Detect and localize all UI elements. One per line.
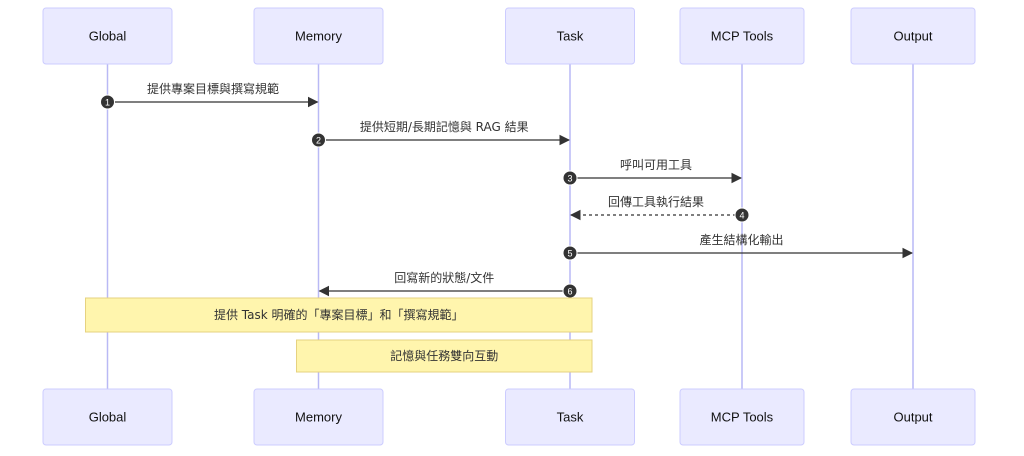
note-1: 提供 Task 明確的「專案目標」和「撰寫規範」 — [85, 297, 593, 333]
participant-memory-top[interactable]: Memory — [253, 7, 384, 65]
participant-box — [850, 388, 976, 446]
sequence-number-badge — [562, 245, 578, 261]
note-box — [85, 297, 593, 333]
participant-label: Memory — [295, 29, 342, 44]
sequence-number: 2 — [316, 136, 321, 146]
sequence-number: 4 — [739, 211, 744, 221]
participant-label: Output — [893, 29, 932, 44]
message-5: 產生結構化輸出 5 — [562, 232, 914, 261]
participant-box — [42, 7, 173, 65]
note-text: 提供 Task 明確的「專案目標」和「撰寫規範」 — [214, 307, 464, 322]
message-label: 呼叫可用工具 — [620, 158, 692, 172]
participant-box — [679, 388, 805, 446]
sequence-number-badge — [562, 170, 578, 186]
participant-box — [850, 7, 976, 65]
sequence-number: 6 — [567, 287, 572, 297]
participant-memory-bottom[interactable]: Memory — [253, 388, 384, 446]
participant-box — [505, 7, 635, 65]
participant-output-top[interactable]: Output — [850, 7, 976, 65]
participant-mcp-bottom[interactable]: MCP Tools — [679, 388, 805, 446]
message-label: 提供短期/長期記憶與 RAG 結果 — [360, 119, 529, 134]
participant-box — [253, 388, 384, 446]
participant-label: Global — [89, 29, 127, 44]
participant-task-bottom[interactable]: Task — [505, 388, 635, 446]
message-label: 產生結構化輸出 — [699, 232, 783, 247]
message-label: 回寫新的狀態/文件 — [394, 270, 494, 285]
note-text: 記憶與任務雙向互動 — [390, 348, 498, 363]
note-box — [296, 339, 593, 373]
sequence-number-badge — [311, 132, 326, 148]
sequence-number: 1 — [105, 98, 110, 108]
participant-label: Task — [557, 29, 584, 44]
participant-global-bottom[interactable]: Global — [42, 388, 173, 446]
participant-box — [42, 388, 173, 446]
sequence-number-badge — [734, 207, 750, 223]
participant-box — [679, 7, 805, 65]
message-label: 提供專案目標與撰寫規範 — [147, 81, 279, 96]
participant-box — [253, 7, 384, 65]
participant-label: Global — [89, 410, 127, 425]
message-4: 回傳工具執行結果 4 — [569, 195, 750, 223]
message-label: 回傳工具執行結果 — [608, 195, 704, 209]
message-1: 提供專案目標與撰寫規範 1 — [100, 81, 319, 110]
sequence-number: 5 — [567, 249, 572, 259]
participant-mcp-top[interactable]: MCP Tools — [679, 7, 805, 65]
message-3: 呼叫可用工具 3 — [562, 158, 743, 186]
message-2: 提供短期/長期記憶與 RAG 結果 2 — [311, 119, 571, 148]
participant-label: Output — [893, 410, 932, 425]
participant-global-top[interactable]: Global — [42, 7, 173, 65]
participant-output-bottom[interactable]: Output — [850, 388, 976, 446]
message-6: 回寫新的狀態/文件 6 — [318, 270, 578, 299]
participant-label: MCP Tools — [711, 29, 774, 44]
participant-label: MCP Tools — [711, 410, 774, 425]
participant-label: Task — [557, 410, 584, 425]
participant-label: Memory — [295, 410, 342, 425]
sequence-number-badge — [100, 94, 115, 110]
participant-box — [505, 388, 635, 446]
sequence-number: 3 — [567, 174, 572, 184]
participant-task-top[interactable]: Task — [505, 7, 635, 65]
note-2: 記憶與任務雙向互動 — [296, 339, 593, 373]
